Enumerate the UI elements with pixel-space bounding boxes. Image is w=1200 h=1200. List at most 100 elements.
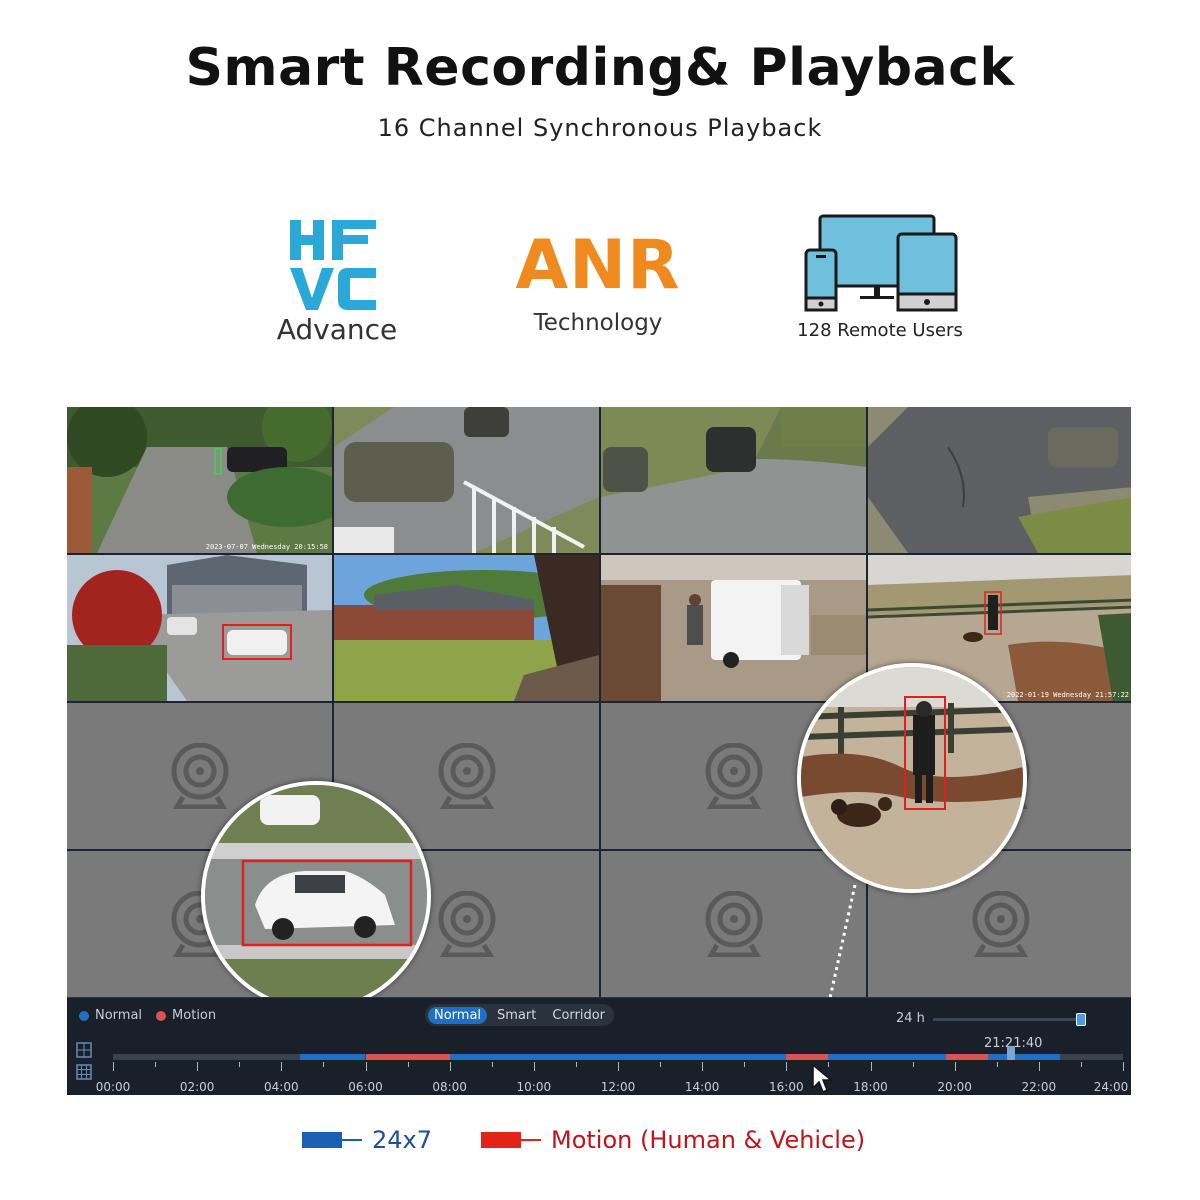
channel-2-view[interactable] bbox=[334, 407, 599, 553]
continuous-swatch bbox=[302, 1132, 342, 1148]
timeline-hour-label: 12:00 bbox=[600, 1080, 636, 1094]
timeline-tick bbox=[239, 1062, 241, 1067]
timeline-hour-label: 00:00 bbox=[95, 1080, 131, 1094]
timeline-zoom-handle[interactable] bbox=[1076, 1013, 1086, 1026]
motion-dot-icon bbox=[156, 1010, 167, 1021]
channel-timestamp: 2022-01-19 Wednesday 21:57:22 bbox=[1006, 691, 1129, 699]
playback-timeline: Normal Motion Normal Smart Corridor 24 h… bbox=[67, 997, 1131, 1095]
timeline-tick bbox=[197, 1062, 199, 1071]
playhead-handle[interactable] bbox=[1007, 1046, 1015, 1060]
timeline-hour-label: 20:00 bbox=[937, 1080, 972, 1094]
search-mode-switch: Normal Smart Corridor bbox=[425, 1004, 615, 1026]
camera-icon bbox=[438, 743, 496, 809]
normal-recording-segment[interactable] bbox=[988, 1054, 1060, 1060]
vehicle-detection-zoom bbox=[201, 781, 431, 1011]
timeline-hour-label: 10:00 bbox=[516, 1080, 552, 1094]
normal-dot-icon bbox=[79, 1010, 89, 1021]
timeline-hour-label: 02:00 bbox=[179, 1080, 215, 1094]
legend-motion-detection: Motion (Human & Vehicle) bbox=[481, 1126, 865, 1154]
timeline-tick bbox=[281, 1062, 283, 1071]
channel-3-view[interactable] bbox=[601, 407, 866, 553]
continuous-label: 24x7 bbox=[372, 1126, 433, 1154]
normal-recording-segment[interactable] bbox=[449, 1054, 787, 1060]
timeline-tick bbox=[449, 1062, 451, 1071]
current-playback-time: 21:21:40 bbox=[984, 1036, 1043, 1051]
legend-continuous: 24x7 bbox=[302, 1126, 432, 1154]
motion-label: Motion (Human & Vehicle) bbox=[551, 1126, 866, 1154]
normal-recording-segment[interactable] bbox=[828, 1054, 947, 1060]
timeline-tick bbox=[660, 1062, 662, 1067]
legend-normal: Normal bbox=[79, 1008, 142, 1023]
motion-recording-segment[interactable] bbox=[365, 1054, 450, 1060]
camera-icon bbox=[705, 891, 763, 957]
devices-icon bbox=[804, 214, 960, 318]
channel-4-view[interactable] bbox=[868, 407, 1131, 553]
channel-15-empty[interactable] bbox=[601, 851, 866, 997]
timeline-hour-label: 16:00 bbox=[769, 1080, 804, 1094]
timeline-tick bbox=[996, 1062, 998, 1067]
timeline-tick bbox=[491, 1062, 493, 1067]
hevc-logo bbox=[288, 218, 378, 314]
mouse-pointer-icon bbox=[812, 1064, 833, 1094]
channel-6-view[interactable] bbox=[334, 555, 599, 701]
zoom-pointer-lines bbox=[351, 884, 857, 1058]
channel-grid: 2023-07-07 Wednesday 20:15:58 bbox=[67, 407, 1131, 997]
timeline-tick bbox=[575, 1062, 577, 1067]
timeline-tick bbox=[828, 1062, 830, 1067]
timeline-zoom-label: 24 h bbox=[896, 1011, 925, 1026]
timeline-hour-label: 22:00 bbox=[1021, 1080, 1057, 1094]
timeline-tick bbox=[407, 1062, 409, 1067]
timeline-hour-label: 06:00 bbox=[348, 1080, 383, 1094]
timeline-tick bbox=[618, 1062, 619, 1071]
camera-icon bbox=[171, 743, 229, 809]
timeline-tick bbox=[323, 1062, 325, 1067]
legend-motion: Motion bbox=[156, 1008, 216, 1023]
mode-smart-button[interactable]: Smart bbox=[497, 1007, 537, 1023]
hevc-caption: Advance bbox=[276, 313, 398, 346]
timeline-tick bbox=[744, 1062, 746, 1067]
timeline-tick bbox=[1123, 1062, 1124, 1071]
normal-recording-segment[interactable] bbox=[300, 1054, 366, 1060]
page-title: Smart Recording& Playback bbox=[185, 38, 1015, 98]
motion-recording-segment[interactable] bbox=[786, 1054, 829, 1060]
timeline-tick bbox=[155, 1062, 157, 1067]
nvr-playback-panel: 2023-07-07 Wednesday 20:15:58 bbox=[67, 407, 1131, 1095]
timeline-legend: Normal Motion bbox=[79, 1008, 216, 1023]
camera-icon bbox=[972, 891, 1030, 957]
timeline-hour-label: 18:00 bbox=[853, 1080, 888, 1094]
timeline-tick bbox=[702, 1062, 704, 1071]
timeline-zoom-slider[interactable] bbox=[933, 1018, 1083, 1021]
channel-5-view[interactable] bbox=[67, 555, 332, 701]
mode-normal-button[interactable]: Normal bbox=[428, 1006, 488, 1024]
continuous-swatch-line bbox=[342, 1139, 362, 1141]
timeline-tick bbox=[786, 1062, 788, 1071]
camera-icon bbox=[438, 891, 496, 957]
timeline-hour-label: 08:00 bbox=[432, 1080, 467, 1094]
timeline-hour-label: 04:00 bbox=[264, 1080, 299, 1094]
motion-swatch-line bbox=[521, 1139, 541, 1141]
camera-icon bbox=[705, 743, 763, 809]
timeline-tick bbox=[912, 1062, 914, 1067]
timeline-tick bbox=[870, 1062, 872, 1071]
channel-select-icon[interactable] bbox=[76, 1042, 92, 1058]
channel-1-view[interactable]: 2023-07-07 Wednesday 20:15:58 bbox=[67, 407, 332, 553]
timeline-tick bbox=[365, 1062, 367, 1071]
motion-recording-segment[interactable] bbox=[946, 1054, 989, 1060]
timeline-tick bbox=[1038, 1062, 1040, 1071]
timeline-ticks bbox=[113, 1062, 1124, 1074]
human-detection-zoom bbox=[797, 663, 1027, 893]
grid-layout-icon[interactable] bbox=[76, 1064, 92, 1080]
recording-track[interactable] bbox=[113, 1054, 1123, 1060]
motion-swatch bbox=[481, 1132, 521, 1148]
anr-logo: ANR bbox=[515, 226, 681, 305]
timeline-tick bbox=[1080, 1062, 1082, 1067]
timeline-hour-label: 14:00 bbox=[684, 1080, 720, 1094]
timeline-tick bbox=[113, 1062, 114, 1071]
timeline-tick bbox=[954, 1062, 956, 1071]
timeline-hour-label: 24:00 bbox=[1093, 1080, 1129, 1094]
page-subtitle: 16 Channel Synchronous Playback bbox=[377, 114, 823, 142]
channel-timestamp: 2023-07-07 Wednesday 20:15:58 bbox=[205, 543, 328, 551]
mode-corridor-button[interactable]: Corridor bbox=[552, 1007, 606, 1023]
channel-7-view[interactable] bbox=[601, 555, 866, 701]
anr-caption: Technology bbox=[533, 310, 663, 336]
